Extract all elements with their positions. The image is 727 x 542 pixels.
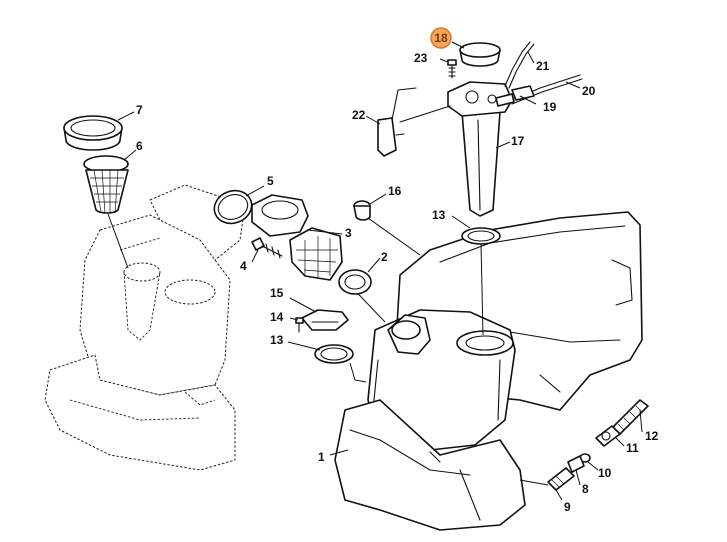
part-18-cap-top [459,42,501,67]
callout-11: 11 [626,441,639,455]
part-3-filter-housing [251,194,386,323]
callout-18-highlight [430,27,452,49]
part-22-bracket [377,87,417,157]
part-11-fitting [595,425,621,447]
part-13-seal-lower [314,344,367,383]
callout-16: 16 [388,184,402,198]
callout-17: 17 [511,134,525,148]
callout-9: 9 [564,500,571,514]
callout-19: 19 [543,100,557,114]
callout-13-lower: 13 [270,333,284,347]
callout-10: 10 [598,466,612,480]
part-14-screw [295,317,304,333]
callout-13-upper: 13 [432,208,446,222]
part-12-hose [611,399,649,435]
callout-labels: 18 1 2 3 4 5 6 7 8 9 10 11 12 13 13 14 1… [136,27,659,514]
callout-3: 3 [345,226,352,240]
part-15-clamp [301,309,349,331]
part-23-screw [447,59,457,79]
pump-head [399,81,513,123]
callout-20: 20 [582,84,596,98]
callout-1: 1 [318,450,325,464]
callout-2: 2 [381,250,388,264]
part-17-sensor-tube [461,111,501,217]
callout-15: 15 [270,286,284,300]
callout-6: 6 [136,139,143,153]
callout-23: 23 [414,51,428,65]
part-5-o-ring [213,189,253,225]
callout-8: 8 [582,482,589,496]
part-19-connector [495,85,535,107]
callout-18: 18 [434,31,448,45]
part-7-tank-cap [63,115,123,151]
callout-21: 21 [536,59,550,73]
callout-5: 5 [267,174,274,188]
ghost-tank-assembly [44,184,246,471]
callout-12: 12 [645,429,659,443]
part-16-plug [353,200,421,256]
part-1-main-tank [334,211,643,531]
part-21-cable [504,41,535,89]
part-13-seal-upper [461,227,501,336]
callout-22: 22 [352,108,366,122]
callout-4: 4 [240,259,247,273]
part-6-strainer [83,155,129,269]
part-4-screw [251,237,283,259]
callout-leaders [117,41,643,501]
callout-14: 14 [270,310,284,324]
part-9-nipple [519,467,575,491]
callout-7: 7 [136,103,143,117]
part-2-gasket [338,269,372,295]
part-8-valve [567,455,585,473]
